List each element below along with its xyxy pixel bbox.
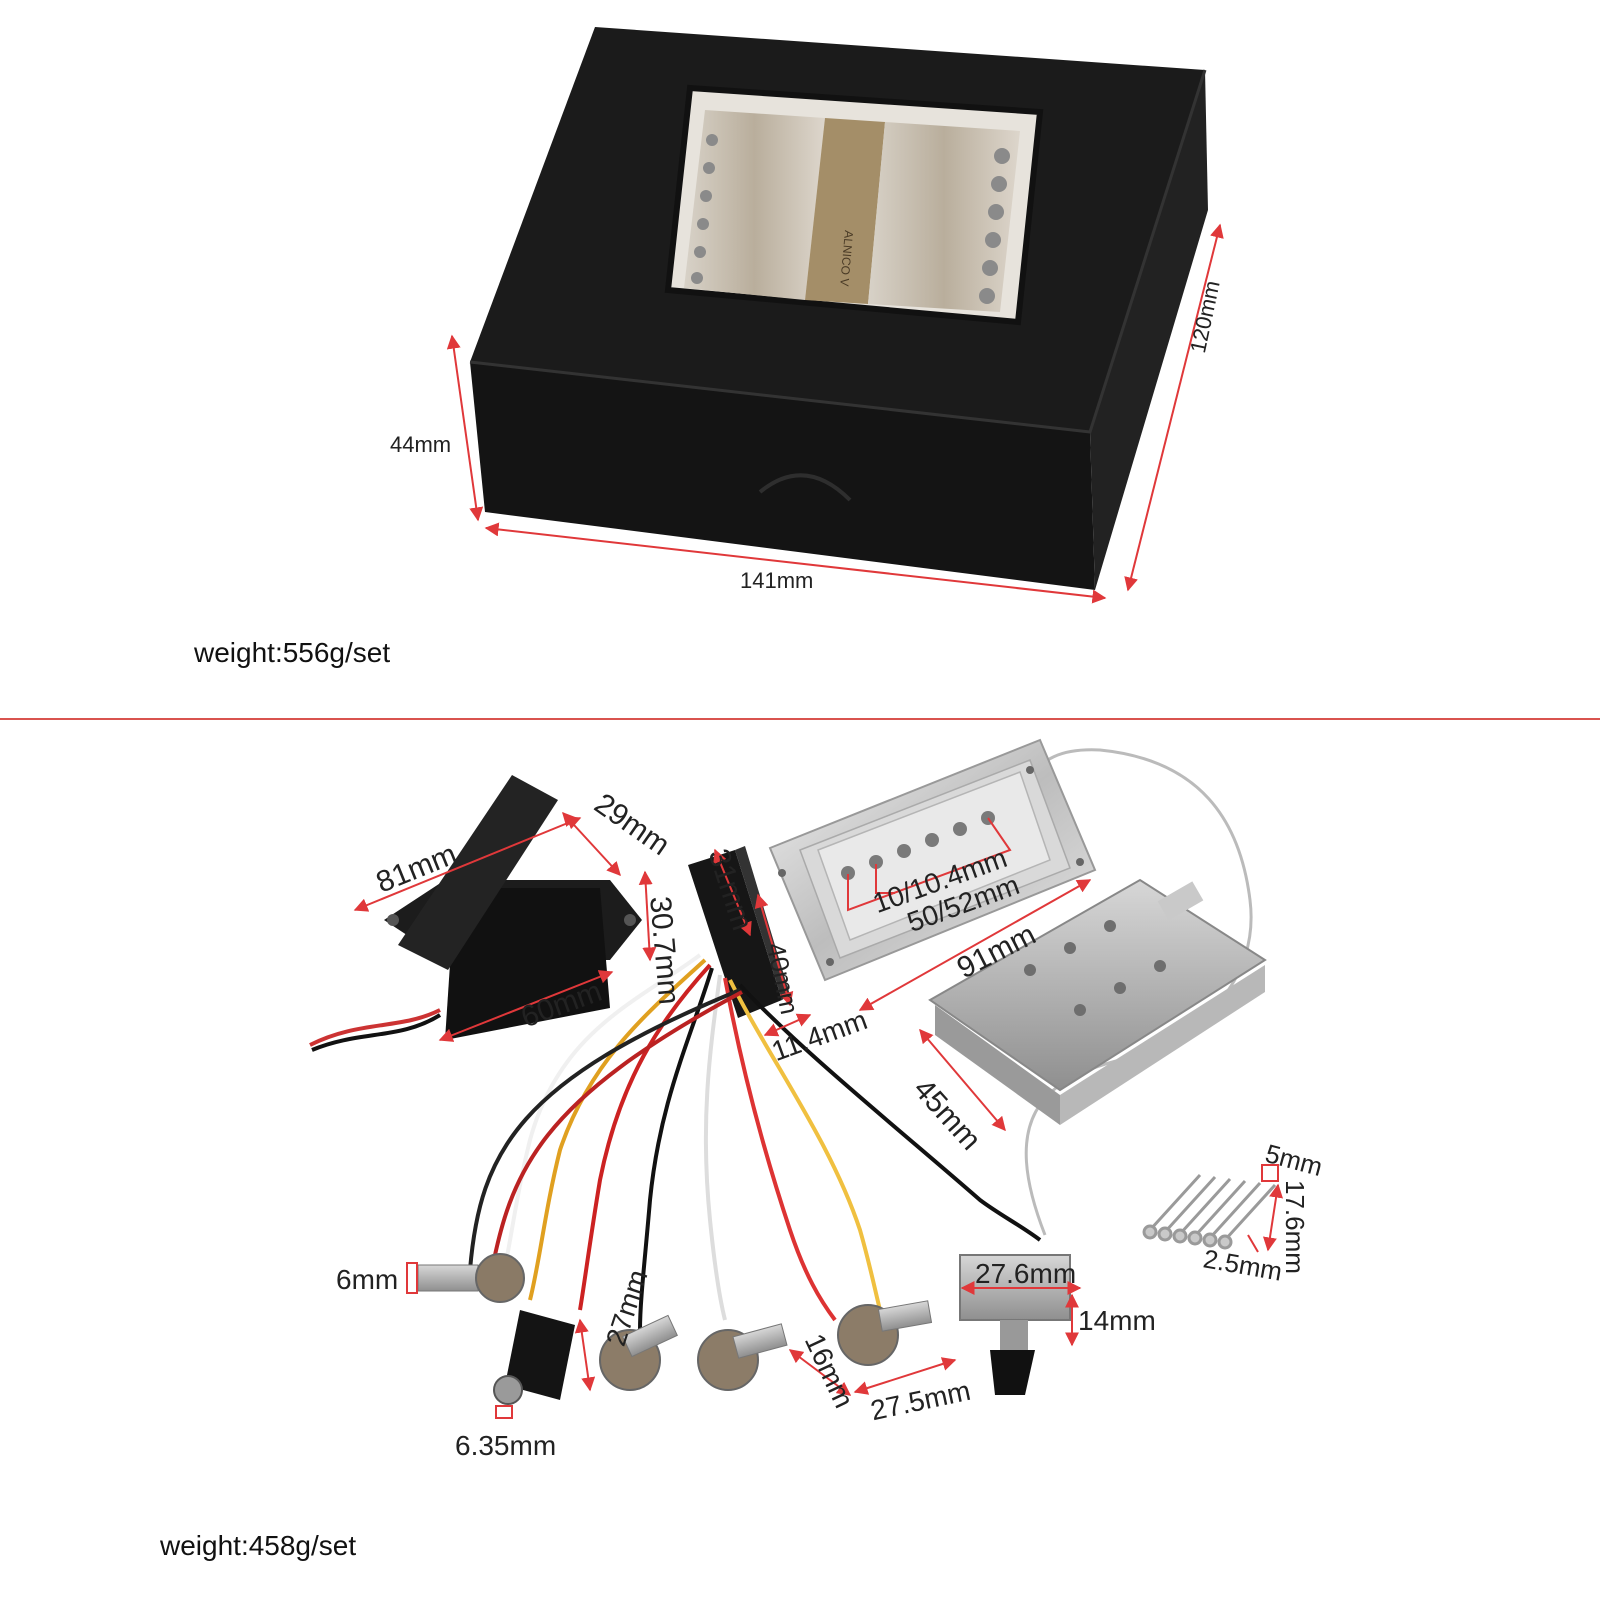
box-length-line [484, 522, 1107, 604]
pot-balance [837, 1300, 933, 1366]
output-jack [493, 1310, 575, 1405]
jack-hole-label: 6.35mm [455, 1430, 557, 1461]
boxed-pickup: ALNICO V [684, 110, 1020, 312]
box-thumb-notch [758, 473, 852, 502]
box-weight-label: weight:556g/set [194, 637, 391, 668]
box-length-label: 141mm [740, 568, 814, 593]
screw-set [1142, 1173, 1277, 1250]
toggle-width-label: 27.6mm [975, 1258, 1077, 1289]
pot-tone [697, 1323, 788, 1391]
box-width-line [1124, 223, 1224, 592]
gift-box: ALNICO V [469, 27, 1208, 590]
box-height-label: 44mm [390, 432, 452, 457]
wiring-harness [468, 748, 1253, 1331]
box-height-line [446, 334, 484, 522]
parts-weight-label: weight:458g/set [160, 1530, 357, 1561]
parts-dimension-lines [353, 811, 1284, 1419]
pot-shaft-label: 6mm [336, 1264, 399, 1295]
pot-small [417, 1253, 525, 1303]
toggle-height-label: 14mm [1078, 1305, 1156, 1336]
pickup-engraving: ALNICO V [837, 230, 856, 287]
box-dimension-lines [446, 223, 1224, 604]
pot-volume [599, 1314, 678, 1391]
